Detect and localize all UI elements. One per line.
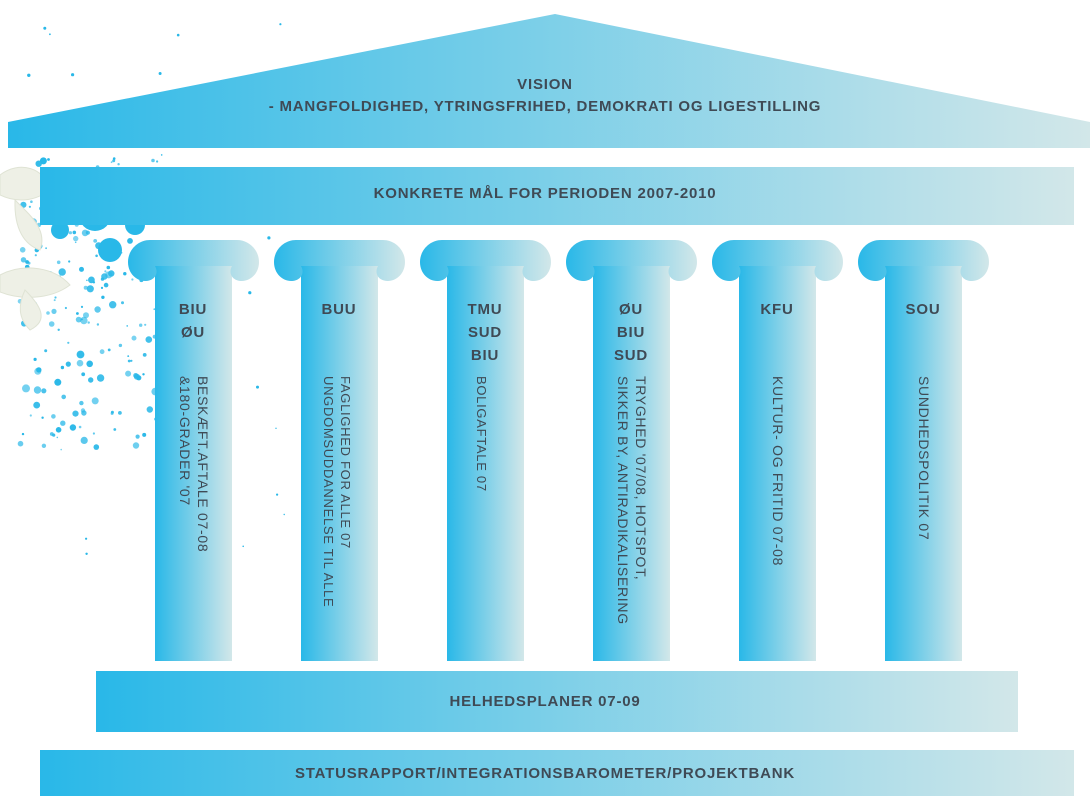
pillar-5 <box>712 240 843 661</box>
goals-band-label: KONKRETE MÅL FOR PERIODEN 2007-2010 <box>373 185 717 202</box>
pillar-4-abbrev-1: ØU <box>618 301 644 318</box>
plans-band <box>96 671 1018 732</box>
pillar-2-desc-2: UNGDOMSUDDANNELSE TIL ALLE <box>321 376 336 608</box>
pillar-1-abbrev-2: ØU <box>180 324 206 341</box>
pillar-4-desc-2: SIKKER BY, ANTIRADIKALISERING <box>615 376 631 625</box>
pillar-3 <box>420 240 551 661</box>
vision-subtitle: - MANGFOLDIGHED, YTRINGSFRIHED, DEMOKRAT… <box>268 98 822 115</box>
pillar-3-abbrev-3: BIU <box>470 347 500 364</box>
base-band <box>40 750 1074 796</box>
pillar-4-desc-1: TRYGHED '07/08, HOTSPOT, <box>633 376 649 581</box>
pillar-3-abbrev-2: SUD <box>467 324 503 341</box>
pillar-6-abbrev-1: SOU <box>905 301 941 318</box>
pillar-2-desc-1: FAGLIGHED FOR ALLE 07 <box>338 376 353 549</box>
pillar-6-desc-1: SUNDHEDSPOLITIK 07 <box>916 376 932 541</box>
pillar-1-desc-1: BESKÆFT.AFTALE 07-08 <box>195 376 211 553</box>
vision-roof <box>8 14 1090 148</box>
pillar-5-abbrev-1: KFU <box>760 301 794 318</box>
pillar-6 <box>858 240 989 661</box>
pillar-1 <box>128 240 259 661</box>
pillar-4 <box>566 240 697 661</box>
pillar-1-desc-2: &180-GRADER '07 <box>177 376 193 506</box>
pillar-4-abbrev-3: SUD <box>613 347 649 364</box>
pillar-2-abbrev-1: BUU <box>321 301 357 318</box>
base-band-label: STATUSRAPPORT/INTEGRATIONSBAROMETER/PROJ… <box>294 765 796 782</box>
plans-band-label: HELHEDSPLANER 07-09 <box>449 693 641 710</box>
goals-band <box>40 167 1074 225</box>
butterfly-icon <box>0 166 71 331</box>
vision-title: VISION <box>517 76 573 93</box>
pillar-1-abbrev-1: BIU <box>178 301 208 318</box>
pillar-2 <box>274 240 405 661</box>
pillar-3-abbrev-1: TMU <box>467 301 503 318</box>
pillar-4-abbrev-2: BIU <box>616 324 646 341</box>
pillar-3-desc-1: BOLIGAFTALE 07 <box>474 376 489 492</box>
pillar-5-desc-1: KULTUR- OG FRITID 07-08 <box>770 376 786 567</box>
